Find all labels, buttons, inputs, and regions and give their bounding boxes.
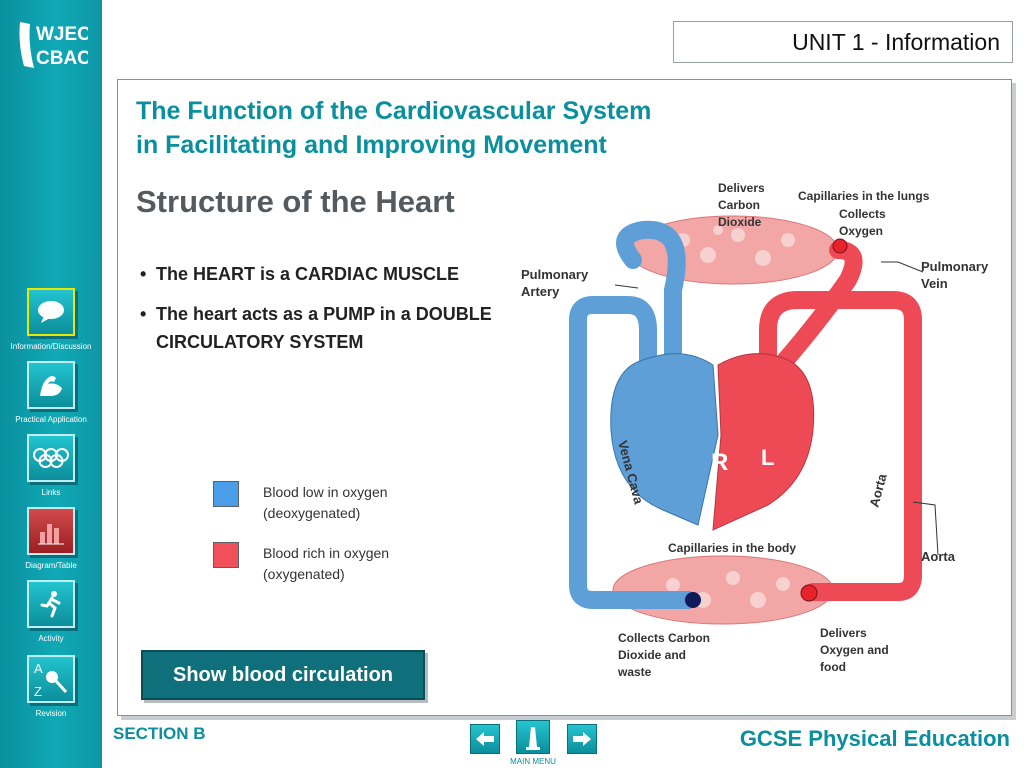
nav-label: Information/Discussion bbox=[10, 342, 92, 351]
heart-right-side bbox=[610, 353, 719, 526]
back-button[interactable] bbox=[470, 724, 500, 754]
nav-links[interactable]: Links bbox=[0, 434, 102, 497]
logo-line1: WJEC bbox=[36, 24, 88, 45]
aorta-vertical-label: Aorta bbox=[866, 471, 889, 508]
collects-co2-marker bbox=[685, 592, 701, 608]
legend-oxygenated: Blood rich in oxygen (oxygenated) bbox=[213, 542, 433, 585]
vena-cava-vessel bbox=[569, 296, 697, 609]
aorta-label: Aorta bbox=[921, 549, 955, 564]
sidebar: WJEC CBAC Information/Discussion Practic… bbox=[0, 0, 102, 768]
nav-label: Practical Application bbox=[15, 415, 87, 424]
heart-left-side bbox=[712, 353, 815, 531]
legend-text-line: (deoxygenated) bbox=[263, 505, 361, 521]
nav-label: Diagram/Table bbox=[25, 561, 77, 570]
nav-label: Activity bbox=[38, 634, 64, 643]
logo-line2: CBAC bbox=[36, 48, 88, 69]
heart-diagram-svg: R L Vena Cava Aorta bbox=[569, 215, 939, 625]
forward-button[interactable] bbox=[567, 724, 597, 754]
wjec-logo: WJEC CBAC bbox=[14, 14, 91, 74]
nav-activity[interactable]: Activity bbox=[0, 580, 102, 643]
heart-right-letter: R bbox=[711, 449, 728, 476]
delivers-oxygen-marker bbox=[800, 584, 818, 602]
bullet-item: The heart acts as a PUMP in a DOUBLE CIR… bbox=[140, 300, 530, 356]
arrow-right-icon bbox=[573, 732, 591, 746]
running-person-icon bbox=[27, 580, 75, 628]
flexed-arm-icon bbox=[27, 361, 75, 409]
legend-text-line: (oxygenated) bbox=[263, 566, 345, 582]
nav-label: Links bbox=[41, 488, 61, 497]
olympic-rings-icon bbox=[27, 434, 75, 482]
collects-oxygen-marker bbox=[832, 238, 848, 254]
body-capillaries bbox=[612, 555, 834, 625]
revision-letter-z: Z bbox=[34, 684, 42, 698]
revision-letter-a: A bbox=[34, 661, 43, 676]
nav-information-discussion[interactable]: Information/Discussion bbox=[0, 288, 102, 351]
nav-revision[interactable]: A Z Revision bbox=[0, 655, 102, 718]
a-z-search-icon: A Z bbox=[27, 655, 75, 703]
heart-left-letter: L bbox=[761, 445, 774, 470]
pulmonary-artery-vessel bbox=[616, 220, 686, 404]
show-blood-circulation-button[interactable]: Show blood circulation bbox=[141, 650, 425, 700]
legend-swatch-red bbox=[213, 542, 239, 568]
section-subtitle: Structure of the Heart bbox=[136, 184, 455, 219]
nav-diagram-table[interactable]: Diagram/Table bbox=[0, 507, 102, 570]
nav-practical-application[interactable]: Practical Application bbox=[0, 361, 102, 424]
aorta-vessel bbox=[759, 291, 922, 601]
bullet-item: The HEART is a CARDIAC MUSCLE bbox=[140, 260, 530, 288]
capillaries-body-label: Capillaries in the body bbox=[668, 541, 797, 555]
legend-deoxygenated: Blood low in oxygen (deoxygenated) bbox=[213, 481, 433, 524]
bullet-list: The HEART is a CARDIAC MUSCLE The heart … bbox=[140, 260, 530, 368]
brand-label: GCSE Physical Education bbox=[739, 726, 1010, 751]
bar-chart-icon bbox=[27, 507, 75, 555]
arrow-left-icon bbox=[476, 732, 494, 746]
legend-text-line: Blood rich in oxygen bbox=[263, 545, 390, 561]
title-line2: in Facilitating and Improving Movement bbox=[136, 131, 607, 159]
pulmonary-vein-vessel bbox=[759, 241, 863, 389]
content-frame: The Function of the Cardiovascular Syste… bbox=[117, 79, 1012, 716]
main-menu-label: MAIN MENU bbox=[510, 757, 556, 766]
section-label: SECTION B bbox=[113, 724, 206, 743]
nav-label: Revision bbox=[35, 709, 67, 718]
title-line1: The Function of the Cardiovascular Syste… bbox=[136, 97, 652, 125]
lighthouse-icon bbox=[526, 727, 540, 750]
legend-swatch-blue bbox=[213, 481, 239, 507]
page-title: The Function of the Cardiovascular Syste… bbox=[136, 94, 776, 162]
capillaries-lungs-label: Capillaries in the lungs bbox=[798, 189, 930, 203]
main-menu-button[interactable] bbox=[516, 720, 550, 754]
unit-title: UNIT 1 - Information bbox=[673, 21, 1013, 63]
speech-bubble-icon bbox=[27, 288, 75, 336]
legend-text-line: Blood low in oxygen bbox=[263, 484, 388, 500]
